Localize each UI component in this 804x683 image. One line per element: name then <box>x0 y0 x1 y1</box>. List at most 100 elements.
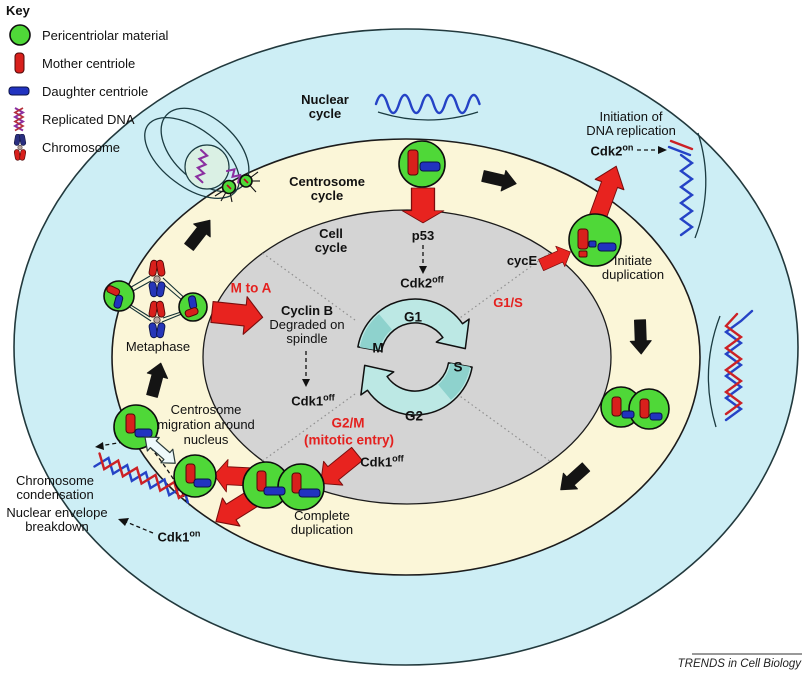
cdk1-off-entry-label: Cdk1off <box>360 453 404 470</box>
label-line: Cyclin B <box>280 302 334 318</box>
dna-graphics <box>93 93 754 504</box>
label-line: Cell <box>319 225 343 241</box>
metaphase-label: Metaphase <box>125 338 191 354</box>
complete-duplication-label: Complete duplication <box>290 507 354 537</box>
label-line: migration around <box>157 417 255 433</box>
cdk1-on-label: Cdk1on <box>157 528 201 545</box>
p53-label: p53 <box>411 227 435 243</box>
dashed-arrows <box>95 146 667 534</box>
key-item-label: Pericentriolar material <box>42 27 169 43</box>
label-base: Cdk1 <box>157 529 190 545</box>
key-item-chromosome: Chromosome <box>6 133 168 161</box>
superscript: off <box>432 274 444 285</box>
label-base: Cdk2 <box>590 143 623 159</box>
pericentriolar-material-icon <box>9 23 31 46</box>
g2m-sub-label: (mitotic entry) <box>303 432 395 448</box>
label-base: Cdk2 <box>400 275 433 291</box>
key-legend: Key Pericentriolar material Mother centr… <box>6 3 168 161</box>
label-line: cycle <box>314 240 348 255</box>
key-item-label: Daughter centriole <box>42 83 149 99</box>
label-line: DNA replication <box>586 123 676 138</box>
key-item-mother-centriole: Mother centriole <box>6 49 168 77</box>
key-item-daughter-centriole: Daughter centriole <box>6 77 168 105</box>
cell-cycle-arrows <box>357 298 473 416</box>
label-line: cycle <box>310 188 344 203</box>
centrosomes <box>113 140 670 511</box>
label-line: Degraded on <box>269 316 345 332</box>
superscript: off <box>323 392 335 403</box>
m-to-a-label: M to A <box>230 280 272 296</box>
label-line: condensation <box>16 487 94 502</box>
superscript: on <box>189 528 201 539</box>
replicating-dna <box>667 132 707 239</box>
chromosome-icon <box>13 133 27 161</box>
replicated-dna-icon <box>12 106 26 131</box>
replicated-dna-helix <box>707 309 754 428</box>
nucleus <box>184 144 230 190</box>
cyce-label: cycE <box>506 252 538 268</box>
label-line: duplication <box>290 522 354 537</box>
cdk2-on-label: Cdk2on <box>590 142 634 159</box>
label-line: cycle <box>308 106 342 121</box>
nuclear-cycle-label: Nuclear cycle <box>301 91 349 121</box>
label-line: duplication <box>601 267 665 282</box>
condensed-chromatin <box>194 148 210 184</box>
centrosome-complete-pair <box>242 461 325 511</box>
label-line: nucleus <box>183 432 229 448</box>
label-line: Centrosome <box>289 173 365 189</box>
phase-g2-label: G2 <box>404 408 424 424</box>
metaphase-figure <box>103 259 208 339</box>
mitotic-cell-figure <box>144 107 260 203</box>
chromosome-condensation-label: Chromosome condensation <box>15 472 95 502</box>
phase-s-label: S <box>453 359 463 375</box>
label-line: Nuclear <box>301 91 349 107</box>
condensing-dna-helix <box>93 452 195 504</box>
label-line: Complete <box>294 507 350 523</box>
label-line: breakdown <box>25 519 89 534</box>
label-line: Initiation of <box>599 108 663 124</box>
journal-credit: TRENDS in Cell Biology <box>677 658 801 670</box>
quadrant-dotted-lines <box>260 251 552 463</box>
key-item-label: Replicated DNA <box>42 111 135 127</box>
metaphase-pole-right <box>178 292 208 322</box>
initiate-duplication-label: Initiate duplication <box>601 252 665 282</box>
g1s-checkpoint-label: G1/S <box>493 294 523 310</box>
superscript: off <box>392 453 404 464</box>
centrosome-initiate-duplication <box>568 213 622 267</box>
label-base: Cdk1 <box>291 393 324 409</box>
key-item-replicated-dna: Replicated DNA <box>6 105 168 133</box>
cdk2-off-label: Cdk2off <box>400 274 444 291</box>
centrosome-migrating-1 <box>173 454 217 498</box>
label-line: Nuclear envelope <box>6 504 108 520</box>
centrosome-g1 <box>398 140 446 188</box>
label-line: spindle <box>286 331 328 347</box>
key-item-pericentriolar: Pericentriolar material <box>6 21 168 49</box>
initiation-dna-label: Initiation of DNA replication <box>586 108 676 138</box>
metaphase-pole-left <box>103 280 135 312</box>
superscript: on <box>622 142 634 153</box>
g2m-checkpoint-label: G2/M <box>331 415 365 431</box>
cell-cycle-region <box>202 209 612 505</box>
migration-double-arrow <box>144 436 176 464</box>
daughter-centriole-icon <box>8 86 30 95</box>
phase-g1-label: G1 <box>403 309 423 325</box>
nuclear-cycle-wave <box>374 93 481 121</box>
key-item-label: Chromosome <box>42 139 121 155</box>
migration-label: Centrosome migration around nucleus <box>157 402 255 448</box>
label-line: Chromosome <box>15 472 95 488</box>
cell-cycle-label: Cell cycle <box>314 225 348 255</box>
mother-centriole-icon <box>14 52 25 73</box>
phase-m-label: M <box>372 340 384 356</box>
cdk1-off-spindle-label: Cdk1off <box>291 392 335 409</box>
label-line: Initiate <box>613 252 653 268</box>
key-title: Key <box>6 3 30 18</box>
centrosome-cycle-label: Centrosome cycle <box>289 173 365 203</box>
condensed-chromatin-2 <box>225 167 242 184</box>
centrosome-elongating-pair <box>600 386 670 430</box>
label-line: Centrosome <box>170 402 242 418</box>
spindle-poles <box>214 171 260 203</box>
label-base: Cdk1 <box>360 454 393 470</box>
cyclin-b-label: Cyclin B Degraded on spindle <box>269 302 345 347</box>
